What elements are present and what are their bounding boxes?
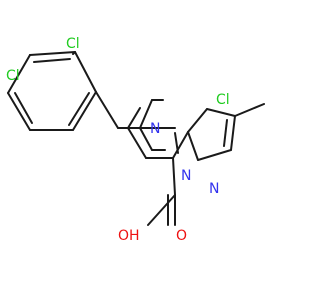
bond (74, 51, 97, 93)
bond (147, 194, 176, 226)
atom-cl-left: Cl (6, 68, 20, 84)
bond (139, 99, 153, 129)
bond (187, 131, 199, 161)
molecule-diagram: Cl Cl Cl N N N O OH (6, 36, 265, 244)
bond (127, 127, 147, 159)
atom-n-bridge: N (181, 168, 191, 184)
atom-cl-top: Cl (66, 36, 80, 52)
atom-n-ring: N (150, 121, 160, 137)
bond (7, 92, 31, 131)
bond (139, 127, 153, 151)
bond (95, 91, 119, 129)
bond (172, 157, 176, 196)
bond (206, 108, 236, 117)
atom-oh: OH (118, 228, 140, 244)
bond (197, 149, 232, 161)
atom-n-pyrazole: N (209, 181, 219, 197)
bond (230, 115, 236, 151)
atom-o-carbonyl: O (176, 228, 187, 244)
bond (187, 108, 208, 133)
bond (234, 103, 265, 117)
bond-double (33, 58, 71, 63)
bond-double (174, 132, 179, 154)
bond (72, 91, 97, 131)
bond (72, 51, 76, 55)
bond-double (14, 92, 33, 124)
structure-canvas: Cl Cl Cl N N N O OH (6, 36, 265, 244)
bond-double (223, 119, 228, 147)
bond-double (68, 92, 90, 126)
atom-cl-right: Cl (216, 92, 230, 108)
bond-lines (7, 51, 265, 226)
bond (172, 131, 189, 159)
bond (127, 107, 141, 129)
bond (29, 51, 76, 56)
bond (7, 54, 31, 94)
